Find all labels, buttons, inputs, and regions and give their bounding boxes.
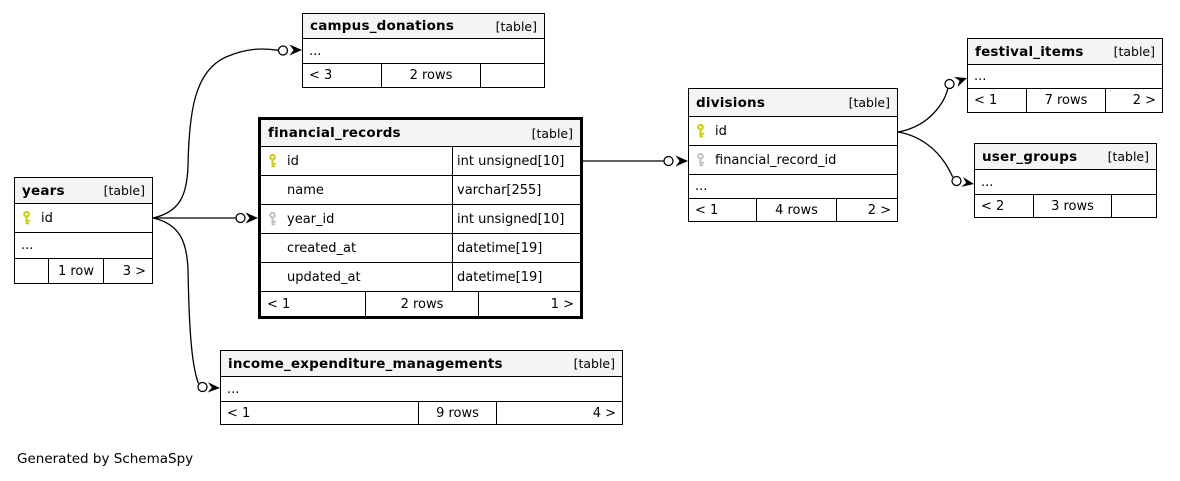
table-title: years [22,182,65,199]
footer-parents: < 2 [981,198,1005,214]
footer-rowcount: 9 rows [418,402,497,424]
column-row-id: id [689,117,897,146]
footer-rowcount: 2 rows [365,292,479,316]
footer-children: 3 > [122,263,146,279]
footer-rowcount: 4 rows [756,199,837,221]
table-income-expenditure-managements[interactable]: income_expenditure_managements [table] .… [220,350,623,425]
column-type: datetime[19] [452,263,580,291]
table-type-tag: [table] [1113,44,1155,59]
footer-children [481,64,544,87]
table-type-tag: [table] [531,125,573,141]
relation-divisions-festival-items [897,77,967,133]
primary-key-icon [697,124,704,138]
table-type-tag: [table] [495,18,537,34]
footer-parents: < 3 [309,68,333,83]
table-type-tag: [table] [848,95,890,110]
table-footer: < 1 9 rows 4 > [221,402,622,424]
table-footer: < 2 3 rows [975,195,1156,217]
footer-rowcount: 1 row [48,259,104,283]
ellipsis-row: ... [968,65,1162,89]
table-header: campus_donations [table] [303,14,544,39]
table-title: user_groups [982,148,1078,165]
column-row-created-at: created_at datetime[19] [261,234,580,263]
table-title: festival_items [975,43,1084,60]
table-footer: < 1 4 rows 2 > [689,199,897,221]
table-type-tag: [table] [103,183,145,198]
table-type-tag: [table] [573,356,615,371]
table-financial-records[interactable]: financial_records [table] id int unsigne… [258,117,583,319]
table-header: festival_items [table] [968,39,1162,65]
relation-years-campus-donations [152,44,302,219]
footer-rowcount: 2 rows [381,64,481,87]
footer-parents: < 1 [267,296,291,312]
footer-rowcount: 7 rows [1026,89,1106,112]
table-title: divisions [696,94,766,111]
relation-financial-records-divisions [583,155,688,167]
table-footer: < 1 7 rows 2 > [968,89,1162,112]
generated-by-credit: Generated by SchemaSpy [17,451,194,467]
ellipsis-row: ... [303,39,544,64]
table-campus-donations[interactable]: campus_donations [table] ... < 3 2 rows [302,13,545,88]
table-years[interactable]: years [table] id ... 1 row 3 > [14,177,153,284]
footer-children: 2 > [867,202,891,218]
column-type: varchar[255] [452,176,580,204]
footer-children: 2 > [1132,93,1156,108]
relation-years-income-expenditure-managements [152,217,220,393]
footer-parents: < 1 [695,202,719,218]
column-type: datetime[19] [452,234,580,262]
ellipsis-row: ... [221,377,622,402]
table-header: financial_records [table] [261,120,580,147]
table-footer: < 1 2 rows 1 > [261,292,580,316]
footer-parents: < 1 [974,93,998,108]
table-footer: < 3 2 rows [303,64,544,87]
table-header: income_expenditure_managements [table] [221,351,622,377]
column-row-id: id int unsigned[10] [261,147,580,176]
foreign-key-icon [269,212,276,226]
table-user-groups[interactable]: user_groups [table] ... < 2 3 rows [974,143,1157,218]
table-type-tag: [table] [1107,149,1149,164]
table-title: financial_records [268,125,401,141]
footer-children: 1 > [550,296,574,312]
ellipsis-row: ... [975,170,1156,195]
relation-years-financial-records [153,212,258,224]
table-header: divisions [table] [689,89,897,117]
ellipsis-row: ... [15,233,152,259]
table-festival-items[interactable]: festival_items [table] ... < 1 7 rows 2 … [967,38,1163,113]
column-row-updated-at: updated_at datetime[19] [261,263,580,292]
footer-rowcount: 3 rows [1033,195,1112,217]
primary-key-icon [269,154,276,168]
foreign-key-icon [697,153,704,167]
footer-parents: < 1 [227,405,251,421]
column-type: int unsigned[10] [452,147,580,175]
table-title: campus_donations [310,18,455,34]
column-type: int unsigned[10] [452,205,580,233]
column-row-name: name varchar[255] [261,176,580,205]
footer-children: 4 > [592,405,616,421]
column-row-id: id [15,204,152,233]
ellipsis-row: ... [689,175,897,199]
footer-children [1112,195,1156,217]
table-header: years [table] [15,178,152,204]
footer-parents [15,259,48,283]
table-title: income_expenditure_managements [228,355,503,372]
table-footer: 1 row 3 > [15,259,152,283]
column-row-year-id: year_id int unsigned[10] [261,205,580,234]
relation-divisions-user-groups [897,131,974,187]
table-divisions[interactable]: divisions [table] id [688,88,898,222]
primary-key-icon [23,211,30,225]
table-header: user_groups [table] [975,144,1156,170]
column-row-financial-record-id: financial_record_id [689,146,897,175]
